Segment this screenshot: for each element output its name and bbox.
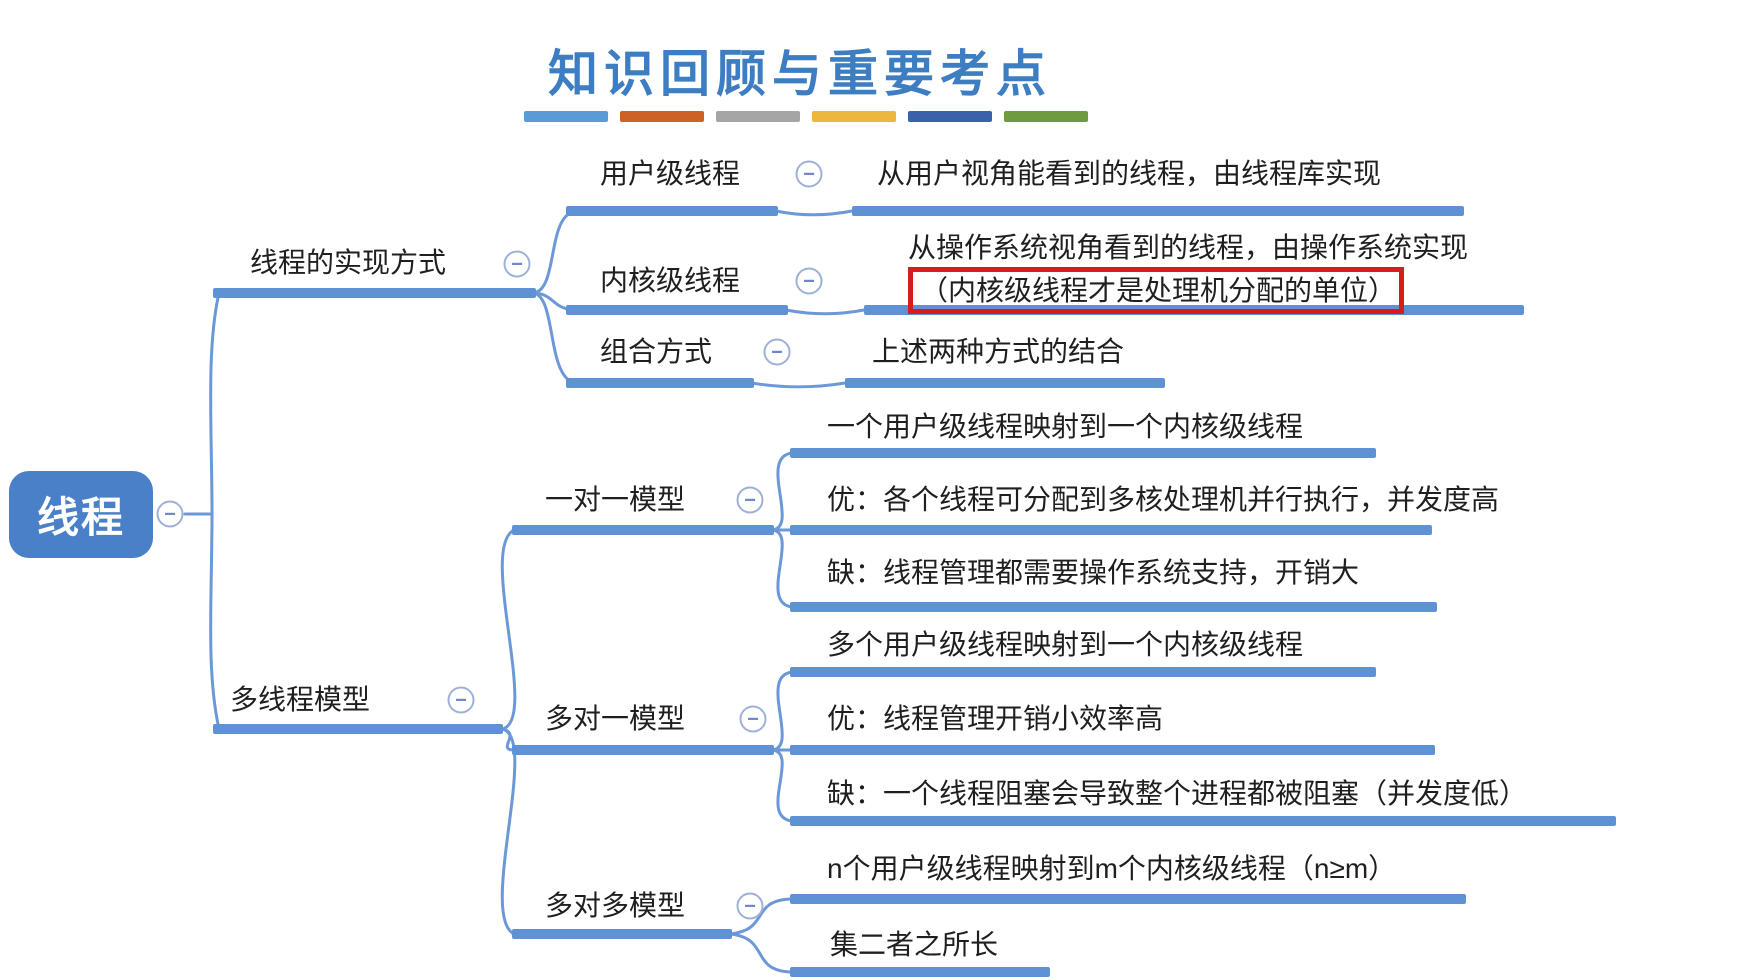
node-combined-method[interactable]: 组合方式 <box>600 336 713 368</box>
underline-manytoone <box>512 745 774 755</box>
node-one-to-one-model[interactable]: 一对一模型 <box>545 484 686 516</box>
decor-bar-orange <box>620 111 704 122</box>
page-title: 知识回顾与重要考点 <box>548 46 1052 102</box>
note-kernel-level-thread-line2[interactable]: （内核级线程才是处理机分配的单位） <box>920 275 1397 307</box>
underline-kernellevel <box>566 305 788 315</box>
link-userlevel-note <box>774 209 854 217</box>
collapse-icon-models[interactable]: − <box>447 686 475 714</box>
underline-userlevel-note <box>852 206 1464 216</box>
underline-manytomany <box>512 929 732 939</box>
collapse-icon-manytomany[interactable]: − <box>736 892 764 920</box>
underline-combined <box>566 378 754 388</box>
decor-bar-green <box>1004 111 1088 122</box>
collapse-icon-root[interactable]: − <box>156 500 184 528</box>
underline-manytomany-note1 <box>790 894 1466 904</box>
note-one-to-one-mapping[interactable]: 一个用户级线程映射到一个内核级线程 <box>827 411 1304 443</box>
underline-manytoone-note2 <box>790 745 1435 755</box>
underline-combined-note <box>845 378 1165 388</box>
node-many-to-one-model[interactable]: 多对一模型 <box>545 703 686 735</box>
underline-manytoone-note1 <box>790 667 1376 677</box>
decor-bar-gray <box>716 111 800 122</box>
underline-models <box>213 724 503 734</box>
root-node-thread[interactable]: 线程 <box>9 471 153 558</box>
link-manytoone-note1 <box>770 670 794 752</box>
note-many-to-one-con[interactable]: 缺：一个线程阻塞会导致整个进程都被阻塞（并发度低） <box>827 778 1528 810</box>
underline-onetoone-note1 <box>790 448 1376 458</box>
link-impl-userlevel <box>530 209 580 295</box>
link-manytomany-note1 <box>728 897 792 936</box>
note-kernel-level-thread-line1[interactable]: 从操作系统视角看到的线程，由操作系统实现 <box>908 232 1469 264</box>
note-many-to-one-pro[interactable]: 优：线程管理开销小效率高 <box>827 703 1164 735</box>
node-many-to-many-model[interactable]: 多对多模型 <box>545 890 686 922</box>
root-node-label: 线程 <box>36 494 125 541</box>
underline-userlevel <box>566 206 778 216</box>
note-many-to-one-mapping[interactable]: 多个用户级线程映射到一个内核级线程 <box>827 629 1304 661</box>
note-user-level-thread[interactable]: 从用户视角能看到的线程，由线程库实现 <box>877 158 1382 190</box>
link-manytomany-note2 <box>728 932 792 974</box>
note-one-to-one-pro[interactable]: 优：各个线程可分配到多核处理机并行执行，并发度高 <box>827 484 1500 516</box>
underline-impl <box>213 288 536 298</box>
collapse-icon-userlevel[interactable]: − <box>795 160 823 188</box>
underline-manytomany-note2 <box>790 967 1050 977</box>
link-kernellevel-note <box>784 308 866 316</box>
collapse-icon-onetoone[interactable]: − <box>736 486 764 514</box>
link-onetoone-note1 <box>770 451 794 532</box>
link-models-onetoone <box>500 528 517 731</box>
decor-bar-darkblue <box>908 111 992 122</box>
link-onetoone-note3 <box>770 528 794 609</box>
node-user-level-thread[interactable]: 用户级线程 <box>600 158 741 190</box>
link-combined-note <box>750 381 847 389</box>
link-models-manytomany <box>500 727 517 936</box>
underline-onetoone-note3 <box>790 602 1437 612</box>
underline-manytoone-note3 <box>790 816 1616 826</box>
link-manytoone-note3 <box>770 748 794 823</box>
decor-bar-blue <box>524 111 608 122</box>
node-kernel-level-thread[interactable]: 内核级线程 <box>600 265 741 297</box>
decor-bar-yellow <box>812 111 896 122</box>
collapse-icon-impl[interactable]: − <box>503 250 531 278</box>
underline-onetoone-note2 <box>790 525 1432 535</box>
collapse-icon-kernellevel[interactable]: − <box>795 267 823 295</box>
collapse-icon-manytoone[interactable]: − <box>739 705 767 733</box>
note-many-to-many-mapping[interactable]: n个用户级线程映射到m个内核级线程（n≥m） <box>827 853 1397 885</box>
node-multithread-models[interactable]: 多线程模型 <box>230 684 371 716</box>
note-combined-method[interactable]: 上述两种方式的结合 <box>872 336 1125 368</box>
collapse-icon-combined[interactable]: − <box>763 338 791 366</box>
underline-onetoone <box>512 525 774 535</box>
note-many-to-many-benefit[interactable]: 集二者之所长 <box>830 929 999 961</box>
highlight-box-kernel-allocation <box>908 267 1404 314</box>
link-trunk <box>209 291 221 731</box>
node-impl-methods[interactable]: 线程的实现方式 <box>250 247 447 279</box>
note-one-to-one-con[interactable]: 缺：线程管理都需要操作系统支持，开销大 <box>827 557 1360 589</box>
